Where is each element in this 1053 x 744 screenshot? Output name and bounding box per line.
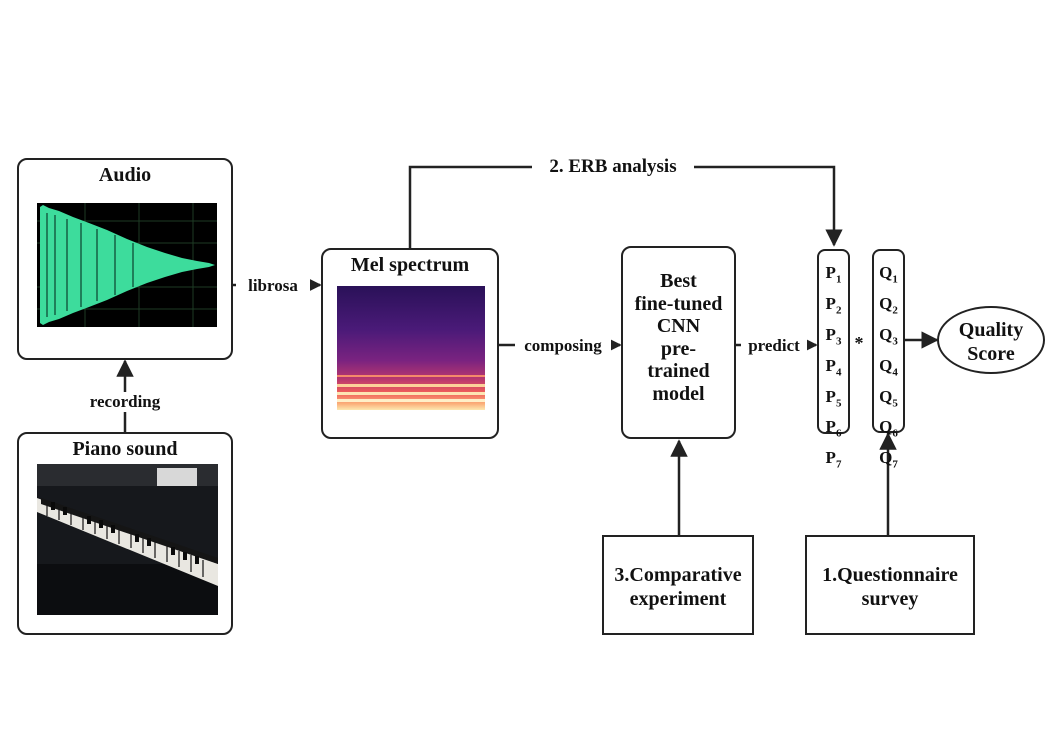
audio-box: Audio [17, 158, 233, 360]
mel-spectrum-box: Mel spectrum [321, 248, 499, 439]
q-item-7: Q7 [874, 446, 903, 477]
p-symbol: P [825, 386, 836, 406]
p-subscript: 7 [835, 458, 842, 471]
model-line: CNN [656, 315, 701, 338]
mel-spectrogram-image [337, 286, 485, 410]
p-symbol: P [825, 448, 836, 468]
p-item-1: P1 [819, 261, 848, 292]
q-symbol: Q [879, 386, 893, 406]
recording-label: recording [80, 392, 170, 412]
p-symbol: P [825, 324, 836, 344]
mel-spectrum-title: Mel spectrum [350, 254, 470, 276]
q-symbol: Q [879, 263, 893, 282]
p-symbol: P [825, 417, 836, 437]
erb-analysis-path [408, 165, 843, 248]
q-subscript: 6 [892, 427, 898, 440]
p-item-3: P3 [819, 323, 848, 354]
audio-title: Audio [98, 164, 152, 186]
composing-label: composing [515, 336, 611, 356]
p-subscript: 6 [835, 427, 842, 440]
librosa-label: librosa [236, 276, 310, 296]
quality-score-text: Quality Score [939, 318, 1043, 366]
experiment-line: experiment [629, 588, 727, 610]
q-symbol: Q [879, 448, 893, 468]
cnn-model-box: Best fine-tuned CNN pre- trained model [621, 246, 736, 439]
q-item-2: Q2 [874, 292, 903, 323]
p-symbol: P [825, 263, 836, 282]
p-symbol: P [825, 355, 836, 375]
q-subscript: 5 [892, 396, 898, 409]
p-item-6: P6 [819, 415, 848, 446]
comparative-line: 3.Comparative [614, 564, 742, 586]
q-item-4: Q4 [874, 354, 903, 385]
piano-photo [37, 464, 218, 615]
q-subscript: 1 [892, 273, 898, 286]
multiply-label: * [854, 333, 864, 353]
comparative-text: 3.Comparative experiment [604, 563, 752, 611]
score-line: Score [967, 343, 1015, 365]
erb-analysis-label: 2. ERB analysis [532, 156, 694, 178]
p-subscript: 5 [835, 396, 842, 409]
p-item-4: P4 [819, 354, 848, 385]
q-item-6: Q6 [874, 415, 903, 446]
quality-line: Quality [958, 319, 1024, 341]
questionnaire-survey-box: 1.Questionnaire survey [805, 535, 975, 635]
p-item-2: P2 [819, 292, 848, 323]
p-subscript: 2 [835, 304, 842, 317]
p-subscript: 3 [835, 335, 842, 348]
piano-sound-title: Piano sound [72, 438, 178, 460]
model-line: trained [647, 360, 710, 383]
waveform-image [37, 203, 217, 327]
comparative-experiment-box: 3.Comparative experiment [602, 535, 754, 635]
cnn-model-text: Best fine-tuned CNN pre- trained model [623, 270, 734, 406]
p-item-7: P7 [819, 446, 848, 477]
q-subscript: 7 [892, 458, 898, 471]
q-item-3: Q3 [874, 323, 903, 354]
model-line: fine-tuned [634, 292, 723, 315]
p-subscript: 4 [835, 366, 842, 379]
q-item-1: Q1 [874, 261, 903, 292]
piano-sound-box: Piano sound [17, 432, 233, 635]
q-symbol: Q [879, 324, 893, 344]
model-line: Best [660, 270, 697, 292]
p-item-5: P5 [819, 385, 848, 416]
q-subscript: 2 [892, 304, 898, 317]
q-symbol: Q [879, 293, 893, 313]
q-symbol: Q [879, 355, 893, 375]
p-symbol: P [825, 293, 836, 313]
q-item-5: Q5 [874, 385, 903, 416]
q-subscript: 4 [892, 366, 898, 379]
p-subscript: 1 [835, 273, 842, 286]
q-subscript: 3 [892, 335, 898, 348]
q-symbol: Q [879, 417, 893, 437]
model-line: pre- [660, 337, 697, 360]
quality-score-ellipse: Quality Score [937, 306, 1045, 374]
questionnaire-text: 1.Questionnaire survey [807, 563, 973, 611]
questionnaire-line: 1.Questionnaire [822, 564, 958, 586]
survey-line: survey [861, 588, 919, 610]
model-line: model [652, 382, 705, 405]
predict-label: predict [741, 336, 807, 356]
